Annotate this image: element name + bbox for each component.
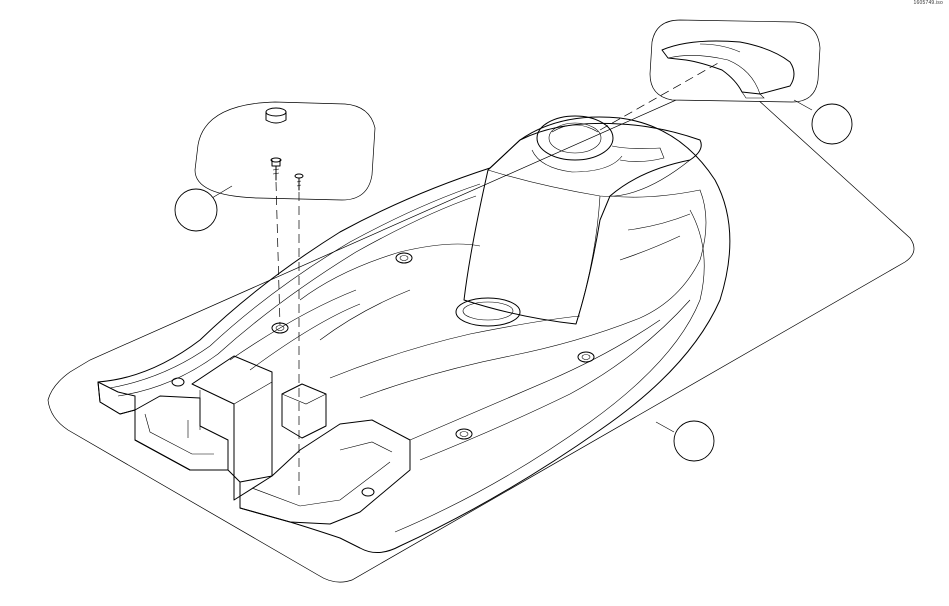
fasteners-panel <box>194 101 376 201</box>
cap-plug <box>265 107 287 124</box>
screw <box>270 157 282 181</box>
screw-holes <box>171 252 595 497</box>
leader-line <box>793 99 813 111</box>
assembly-line <box>599 61 721 131</box>
docking-base <box>97 115 731 553</box>
fasteners <box>265 107 304 191</box>
callout-circle <box>673 420 715 462</box>
assembly-line <box>275 181 281 326</box>
leader-line <box>655 421 675 433</box>
screw <box>294 173 304 191</box>
cover-part-panel <box>649 19 821 103</box>
leader-line <box>211 185 233 199</box>
callout-circle <box>174 188 218 232</box>
drawing-reference-code: 1605749.iso <box>913 0 943 6</box>
oval-slot <box>455 297 521 327</box>
callout-circle <box>811 103 853 145</box>
